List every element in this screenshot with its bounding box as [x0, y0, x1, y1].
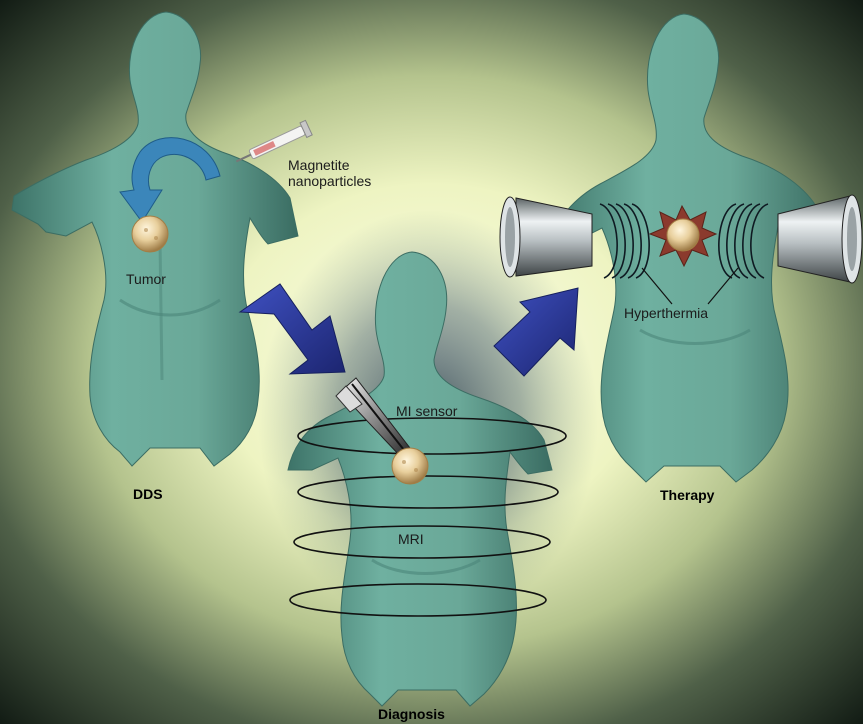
tumor-icon [392, 448, 428, 484]
magnetite-label: Magnetite nanoparticles [288, 157, 371, 189]
therapy-label: Therapy [660, 487, 714, 503]
mi-sensor-label: MI sensor [396, 403, 457, 419]
mri-label: MRI [398, 531, 424, 547]
tumor-icon [132, 216, 168, 252]
diagnosis-label: Diagnosis [378, 706, 445, 722]
tumor-label: Tumor [126, 271, 166, 287]
hyperthermia-label: Hyperthermia [624, 305, 708, 321]
dds-label: DDS [133, 486, 163, 502]
